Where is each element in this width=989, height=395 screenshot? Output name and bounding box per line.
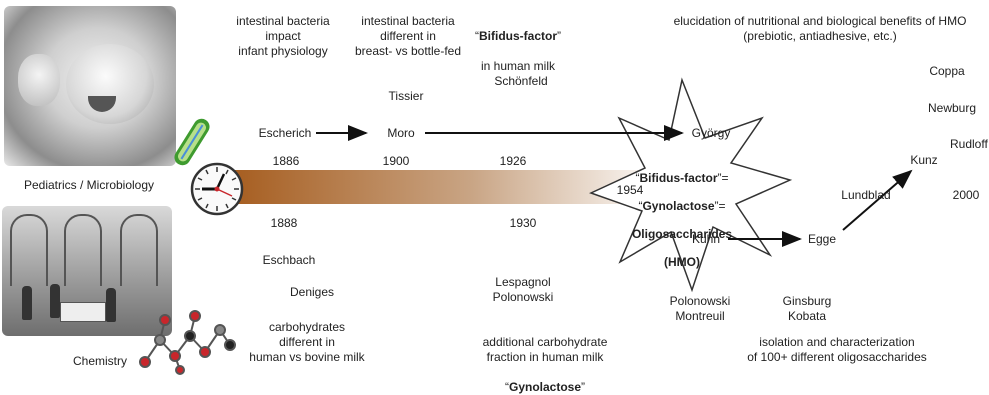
name-ginsburg-kobata: Ginsburg Kobata: [772, 294, 842, 324]
name-tissier: Tissier: [376, 89, 436, 104]
name-gyorgy: György: [686, 126, 736, 141]
name-moro: Moro: [376, 126, 426, 141]
clock-icon: [192, 164, 242, 214]
name-polonowski-montreuil: Polonowski Montreuil: [655, 294, 745, 324]
year-1926: 1926: [493, 154, 533, 169]
carbohydrate-note: carbohydrates different in human vs bovi…: [232, 320, 382, 365]
name-egge: Egge: [802, 232, 842, 247]
name-deniges: Deniges: [282, 285, 342, 300]
name-lespagnol-polonowski: Lespagnol Polonowski: [478, 275, 568, 305]
tissier-note: intestinal bacteria different in breast-…: [338, 14, 478, 59]
name-kuhn: Kuhn: [686, 232, 726, 247]
fraction-note: additional carbohydrate fraction in huma…: [470, 320, 620, 395]
year-1900: 1900: [376, 154, 416, 169]
name-escherich: Escherich: [250, 126, 320, 141]
hmo-benefits-note: elucidation of nutritional and biologica…: [660, 14, 980, 44]
isolation-note: isolation and characterization of 100+ d…: [732, 335, 942, 365]
year-1888: 1888: [264, 216, 304, 231]
name-rudloff: Rudloff: [950, 137, 989, 152]
molecule-icon: [140, 311, 235, 374]
name-kunz: Kunz: [904, 153, 944, 168]
year-1930: 1930: [503, 216, 543, 231]
name-newburg: Newburg: [922, 101, 982, 116]
name-schonfeld: Schönfeld: [486, 74, 556, 89]
escherich-note: intestinal bacteria impact infant physio…: [218, 14, 348, 59]
bifidus-note: “Bifidus-factor” in human milk: [463, 14, 573, 74]
starburst-text: “Bifidus-factor”= “Gynolactose”= Oligosa…: [620, 157, 744, 269]
name-coppa: Coppa: [922, 64, 972, 79]
name-lundblad: Lundblad: [836, 188, 896, 203]
year-1886: 1886: [266, 154, 306, 169]
bacterium-icon: [171, 116, 212, 169]
name-eschbach: Eschbach: [254, 253, 324, 268]
year-2000: 2000: [946, 188, 986, 203]
